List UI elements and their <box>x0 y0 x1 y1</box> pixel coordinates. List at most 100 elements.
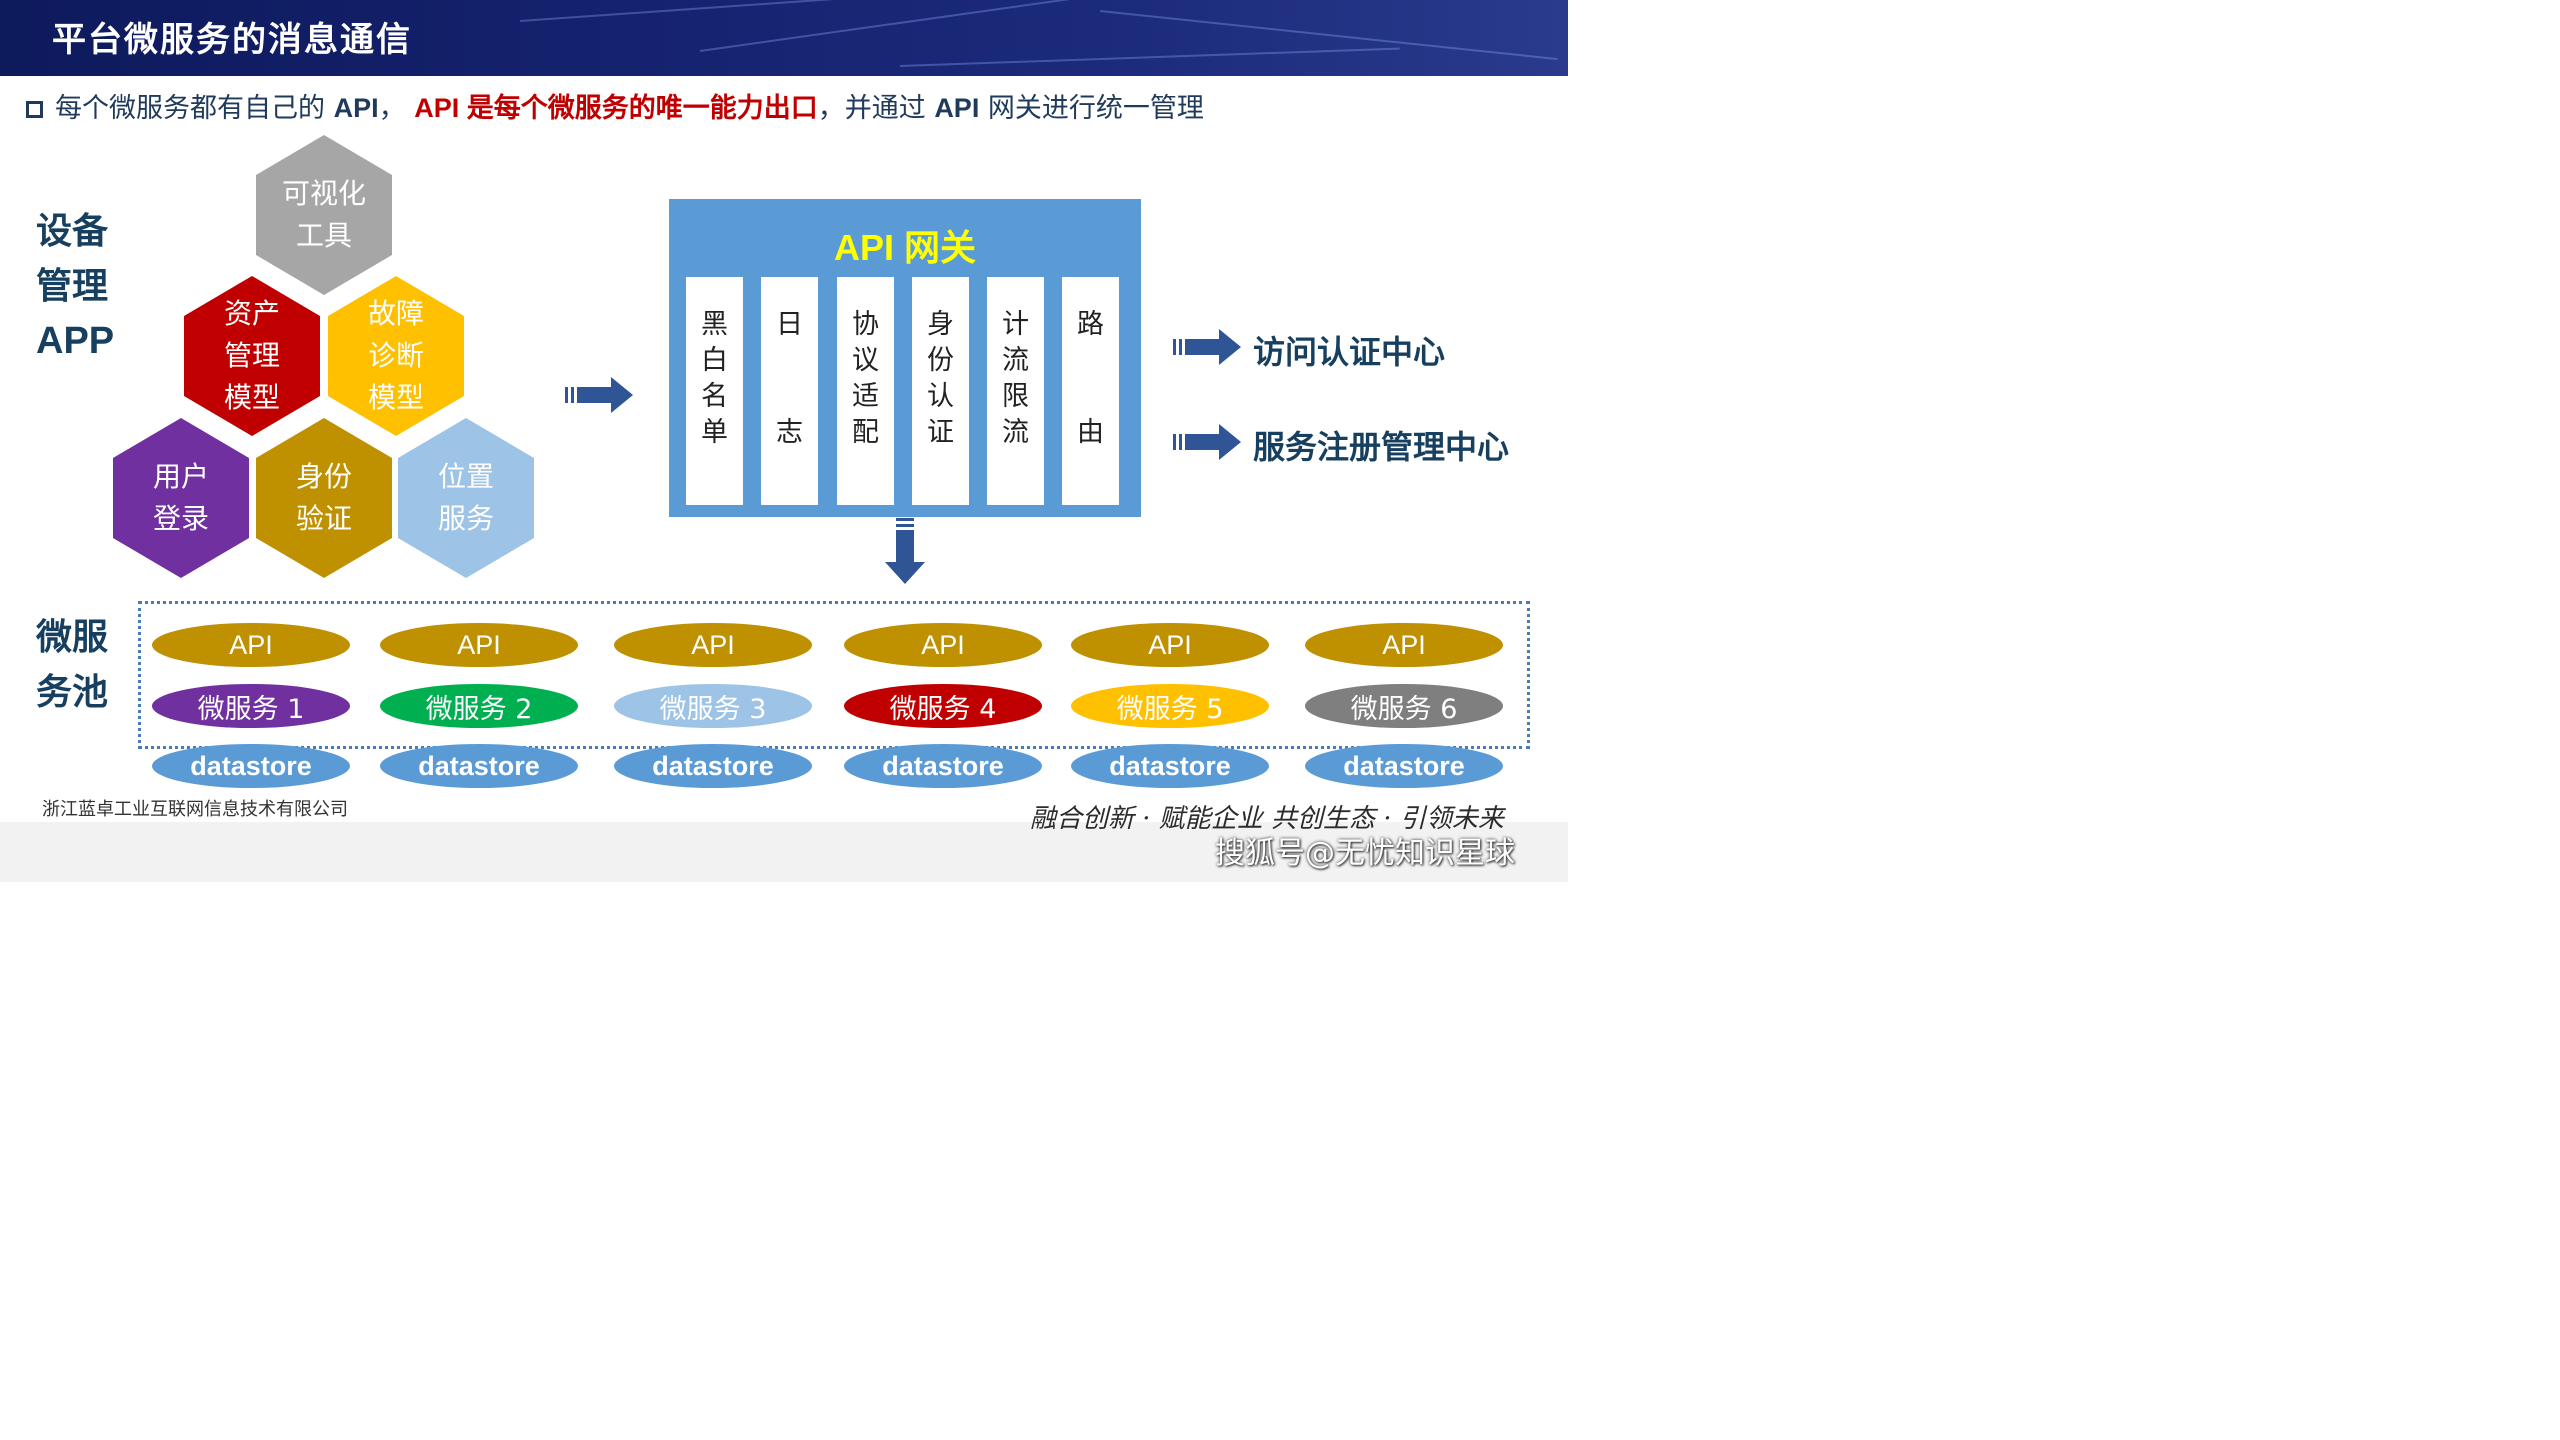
microservice-oval: 微服务 1 <box>152 684 350 728</box>
subtitle-line: 每个微服务都有自己的 API， API 是每个微服务的唯一能力出口，并通过 AP… <box>26 86 1204 125</box>
gateway-function-char: 流 <box>1002 417 1029 448</box>
slide: 平台微服务的消息通信 每个微服务都有自己的 API， API 是每个微服务的唯一… <box>0 0 1568 882</box>
gateway-function-char: 议 <box>852 345 879 376</box>
api-oval-label: API <box>921 629 965 660</box>
gateway-function-char: 认 <box>927 381 954 412</box>
subtitle-text: ， <box>378 93 415 124</box>
gateway-function-char: 流 <box>1002 345 1029 376</box>
hexagon-label-line: 可视化 <box>281 177 366 210</box>
device-app-label-line: 设备 <box>36 210 109 252</box>
microservice-oval-label: 微服务 2 <box>425 693 533 725</box>
subtitle-text: 每个微服务都有自己的 <box>55 93 334 124</box>
service-pool-label-line: 微服 <box>36 616 109 658</box>
gateway-function: 协议适配 <box>837 277 894 505</box>
datastore-oval: datastore <box>1071 744 1269 788</box>
api-oval-label: API <box>1148 629 1192 660</box>
microservice-pool <box>138 601 1530 749</box>
gateway-function: 计流限流 <box>987 277 1044 505</box>
gateway-function-char: 适 <box>852 381 879 412</box>
bullet-square-icon <box>26 101 43 118</box>
hexagon-label-line: 模型 <box>367 381 424 414</box>
hexagon-label: 用户登录 <box>136 456 226 540</box>
hexagon-module: 资产管理模型 <box>184 276 320 436</box>
hexagon-label: 资产管理模型 <box>207 293 297 419</box>
hexagon-label: 故障诊断模型 <box>351 293 441 419</box>
gateway-function-char: 日 <box>776 309 803 340</box>
microservice-oval: 微服务 4 <box>844 684 1042 728</box>
slogan: 融合创新 · 赋能企业 共创生态 · 引领未来 <box>1030 804 1504 834</box>
hexagon-module: 可视化工具 <box>256 135 392 295</box>
gateway-function-char: 志 <box>776 417 803 448</box>
gateway-function: 路由 <box>1062 277 1119 505</box>
footer-band <box>0 822 1568 882</box>
hexagon-label: 可视化工具 <box>279 173 369 257</box>
hexagon-label: 位置服务 <box>421 456 511 540</box>
hexagon-label-line: 资产 <box>223 297 280 330</box>
datastore-oval-label: datastore <box>1109 750 1231 781</box>
gateway-function-char: 计 <box>1002 309 1029 340</box>
gateway-function-char: 单 <box>701 417 728 448</box>
subtitle-text: 网关进行统一管理 <box>979 93 1204 124</box>
api-oval: API <box>614 623 812 667</box>
hexagon-label-line: 登录 <box>152 502 209 535</box>
microservice-oval-label: 微服务 4 <box>889 693 997 725</box>
api-oval: API <box>844 623 1042 667</box>
gateway-function-char: 黑 <box>701 309 728 340</box>
api-oval: API <box>380 623 578 667</box>
gateway-function-char: 证 <box>927 417 954 448</box>
datastore-oval-label: datastore <box>882 750 1004 781</box>
gateway-function-char: 由 <box>1077 417 1104 448</box>
device-app-label-line: APP <box>36 320 115 362</box>
hexagon-label-line: 模型 <box>223 381 280 414</box>
datastore-oval: datastore <box>380 744 578 788</box>
slide-title: 平台微服务的消息通信 <box>52 20 412 60</box>
api-gateway: API 网关 黑白名单日志协议适配身份认证计流限流路由 <box>669 199 1141 517</box>
datastore-oval: datastore <box>152 744 350 788</box>
service-pool-label: 微服 务池 <box>36 610 108 720</box>
microservice-oval-label: 微服务 5 <box>1116 693 1224 725</box>
api-oval-label: API <box>1382 629 1426 660</box>
auth-center-label: 访问认证中心 <box>1253 333 1446 371</box>
subtitle-api-text: API <box>333 93 379 123</box>
hexagon-label-line: 诊断 <box>367 339 424 372</box>
gateway-function: 身份认证 <box>912 277 969 505</box>
company-name: 浙江蓝卓工业互联网信息技术有限公司 <box>42 799 348 820</box>
gateway-title: API 网关 <box>833 227 976 268</box>
datastore-oval-label: datastore <box>652 750 774 781</box>
microservice-oval-label: 微服务 3 <box>659 693 767 725</box>
hexagon-label-line: 工具 <box>295 219 352 252</box>
hexagon-module: 用户登录 <box>113 418 249 578</box>
hexagon-label-line: 服务 <box>437 502 494 535</box>
api-oval: API <box>152 623 350 667</box>
hexagon-module: 故障诊断模型 <box>328 276 464 436</box>
header-banner: 平台微服务的消息通信 <box>0 0 1568 76</box>
subtitle-text: ，并通过 <box>817 93 935 124</box>
service-pool-label-line: 务池 <box>36 671 109 713</box>
hexagon-label: 身份验证 <box>279 456 369 540</box>
arrow-right-icon <box>1173 329 1241 365</box>
hexagon-label-line: 管理 <box>223 339 280 372</box>
gateway-function-char: 白 <box>701 345 728 376</box>
api-oval: API <box>1071 623 1269 667</box>
service-registry-label: 服务注册管理中心 <box>1253 428 1510 466</box>
gateway-function-char: 协 <box>852 309 879 340</box>
gateway-function: 日志 <box>761 277 818 505</box>
microservice-oval: 微服务 5 <box>1071 684 1269 728</box>
subtitle-api-text: API <box>934 93 980 123</box>
gateway-function-char: 配 <box>852 417 879 448</box>
microservice-oval: 微服务 2 <box>380 684 578 728</box>
microservice-oval: 微服务 3 <box>614 684 812 728</box>
arrow-right-icon <box>565 377 633 413</box>
api-oval-label: API <box>229 629 273 660</box>
datastore-oval-label: datastore <box>418 750 540 781</box>
gateway-function: 黑白名单 <box>686 277 743 505</box>
microservice-oval: 微服务 6 <box>1305 684 1503 728</box>
gateway-function-char: 路 <box>1077 309 1104 340</box>
watermark: 搜狐号@无忧知识星球 <box>1215 836 1515 871</box>
datastore-oval-label: datastore <box>1343 750 1465 781</box>
subtitle-highlight: API 是每个微服务的唯一能力出口 <box>414 93 818 123</box>
device-app-label: 设备 管理 APP <box>36 204 114 369</box>
datastore-oval-label: datastore <box>190 750 312 781</box>
hexagon-label-line: 故障 <box>367 297 424 330</box>
hexagon-label-line: 身份 <box>295 460 352 493</box>
